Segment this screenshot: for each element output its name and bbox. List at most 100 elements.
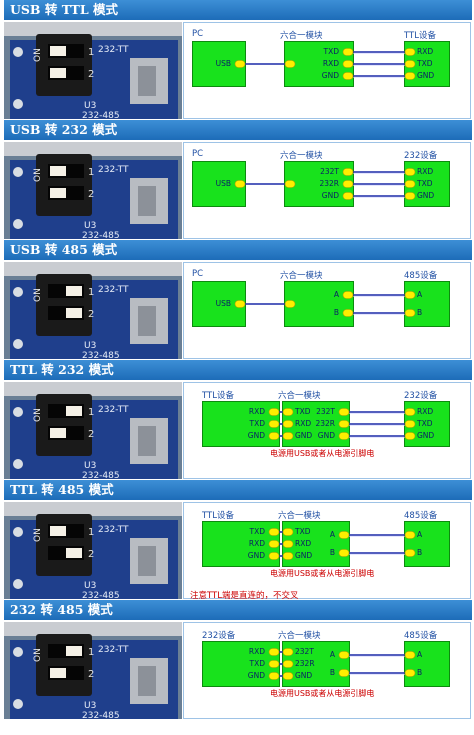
- dip-switch-body: [36, 514, 92, 576]
- left-device-label: TTL设备: [202, 511, 234, 521]
- switch-lever: [50, 46, 66, 56]
- wires-svg: [268, 528, 416, 560]
- pin-label: RXD: [417, 407, 434, 416]
- switch-lever: [66, 308, 82, 318]
- pin-label: A: [329, 650, 335, 659]
- pcb-hole: [13, 527, 23, 537]
- board-silkscreen: 232-TT: [98, 45, 129, 55]
- module-left-pad: [282, 420, 294, 428]
- board-u3-label: U3: [84, 101, 96, 111]
- right-device-label: 232设备: [404, 151, 438, 161]
- module-left-pad: [282, 540, 294, 548]
- module-right-pad: [342, 291, 354, 299]
- switch-number: 1: [88, 167, 94, 178]
- board-u3-label: U3: [84, 461, 96, 471]
- module-left-pad: [282, 648, 294, 656]
- switch-number: 1: [88, 647, 94, 658]
- module-left-pad: [282, 660, 294, 668]
- switch-number: 2: [88, 549, 94, 560]
- switch-on-label: ON: [33, 408, 43, 422]
- section-title: USB 转 TTL 模式: [4, 0, 472, 20]
- board-bottom-label: 232-485: [82, 231, 120, 239]
- module-left-pad: [282, 528, 294, 536]
- right-pad: [404, 669, 416, 677]
- pin-label: B: [333, 308, 339, 317]
- right-pad: [404, 180, 416, 188]
- switch-number: 2: [88, 309, 94, 320]
- pcb-hole: [13, 47, 23, 57]
- pin-label: TXD: [323, 47, 340, 56]
- pin-label: GND: [321, 71, 339, 80]
- right-device-box: [404, 281, 450, 327]
- switch-lever: [66, 406, 82, 416]
- module-right-pad: [342, 168, 354, 176]
- left-device-label: 232设备: [202, 631, 236, 641]
- pin-label: B: [329, 668, 335, 677]
- section-title: TTL 转 485 模式: [4, 480, 472, 500]
- pin-label: RXD: [248, 647, 265, 656]
- module-left-pad: [282, 408, 294, 416]
- switch-on-label: ON: [33, 288, 43, 302]
- board-silkscreen: 232-TT: [98, 165, 129, 175]
- module-right-pad: [338, 549, 350, 557]
- module-right-pad: [338, 531, 350, 539]
- ttl-direct-note: 注意TTL端是直连的，不交叉: [190, 591, 299, 601]
- pin-label: TXD: [249, 527, 266, 536]
- switch-on-label: ON: [33, 48, 43, 62]
- pin-label: RXD: [248, 407, 265, 416]
- pin-label: TXD: [417, 179, 433, 188]
- left-pad: [268, 660, 280, 668]
- board-bottom-label: 232-485: [82, 591, 120, 599]
- left-device-box: [202, 641, 280, 687]
- pin-label: B: [417, 668, 423, 677]
- module-box: [282, 641, 350, 687]
- module-label: 六合一模块: [280, 151, 323, 161]
- photo-top-shade: [4, 382, 182, 396]
- pin-label: GND: [417, 71, 435, 80]
- switch-number: 1: [88, 287, 94, 298]
- slide-switch-knob: [138, 426, 156, 456]
- module-label: 六合一模块: [278, 631, 321, 641]
- pin-label: RXD: [322, 59, 339, 68]
- pin-label: 232T: [316, 407, 335, 416]
- module-left-pad: [282, 432, 294, 440]
- module-box: [284, 161, 354, 207]
- pin-label: TXD: [295, 527, 311, 536]
- right-pad: [404, 309, 416, 317]
- slide-switch-knob: [138, 186, 156, 216]
- module-right-pad: [338, 651, 350, 659]
- photo-top-shade: [4, 22, 182, 36]
- pin-label: 232R: [295, 659, 315, 668]
- module-left-pad: [282, 552, 294, 560]
- board-u3-label: U3: [84, 581, 96, 591]
- switch-lever: [66, 286, 82, 296]
- pin-label: USB: [215, 59, 231, 68]
- switch-number: 2: [88, 669, 94, 680]
- left-device-label: PC: [192, 29, 204, 39]
- pin-label: RXD: [295, 539, 312, 548]
- switch-on-label: ON: [33, 528, 43, 542]
- switch-lever: [66, 548, 82, 558]
- pcb-hole: [13, 459, 23, 469]
- module-label: 六合一模块: [278, 511, 321, 521]
- pcb-hole: [13, 579, 23, 589]
- right-pad: [404, 168, 416, 176]
- section-title: USB 转 485 模式: [4, 240, 472, 260]
- right-device-label: TTL设备: [404, 31, 436, 41]
- module-right-pad: [338, 432, 350, 440]
- dip-switch-body: [36, 394, 92, 456]
- pin-label: RXD: [417, 47, 434, 56]
- board-u3-label: U3: [84, 221, 96, 231]
- section-title: 232 转 485 模式: [4, 600, 472, 620]
- pin-label: TXD: [417, 59, 433, 68]
- pin-label: USB: [215, 179, 231, 188]
- slide-switch-knob: [138, 306, 156, 336]
- power-note: 电源用USB或者从电源引脚电: [270, 569, 375, 578]
